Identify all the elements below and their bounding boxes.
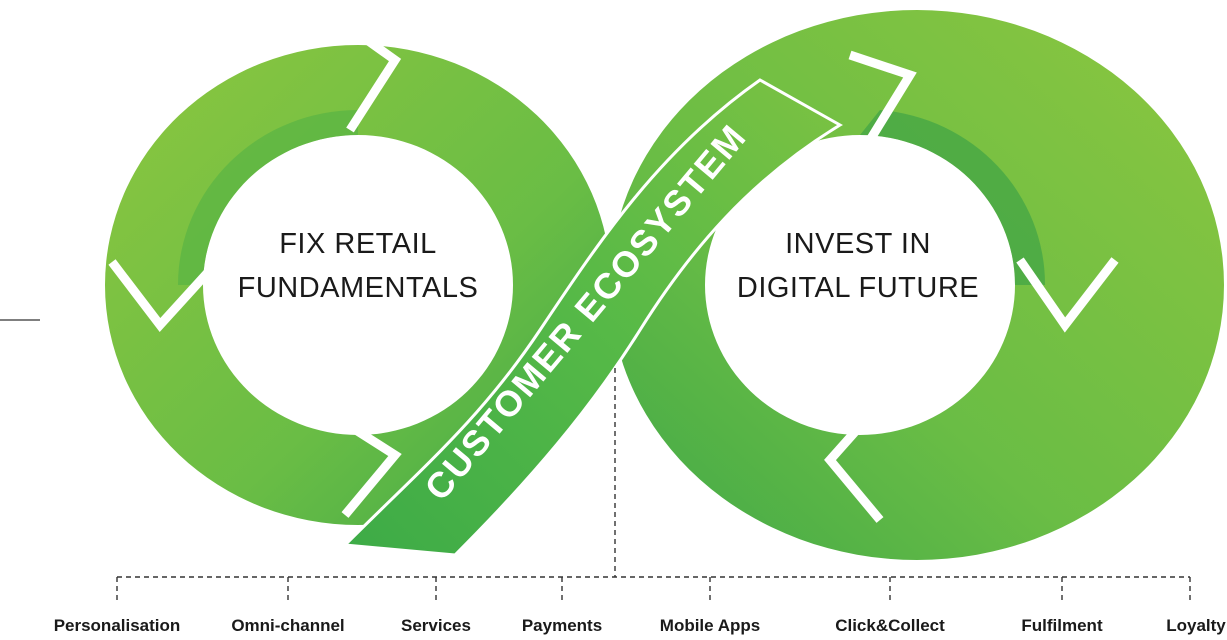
ecosystem-item-label: Click&Collect bbox=[835, 616, 945, 635]
ecosystem-item-label: Personalisation bbox=[54, 616, 181, 635]
ecosystem-item-label: Services bbox=[401, 616, 471, 635]
right-loop-title-line2: DIGITAL FUTURE bbox=[737, 272, 979, 304]
ecosystem-item-label: Omni-channel bbox=[231, 616, 344, 635]
connector-tree bbox=[116, 368, 1191, 603]
ecosystem-items: Personalisation Omni-channel Services Payme… bbox=[54, 616, 1227, 635]
left-loop-title-line1: FIX RETAIL bbox=[279, 228, 437, 260]
ecosystem-item-label: Payments bbox=[522, 616, 602, 635]
left-loop-title-line2: FUNDAMENTALS bbox=[238, 272, 479, 304]
right-loop-title-line1: INVEST IN bbox=[785, 228, 931, 260]
ecosystem-item-label: Loyalty bbox=[1166, 616, 1226, 635]
ecosystem-item-label: Mobile Apps bbox=[660, 616, 760, 635]
ecosystem-item-label: Fulfilment bbox=[1021, 616, 1103, 635]
